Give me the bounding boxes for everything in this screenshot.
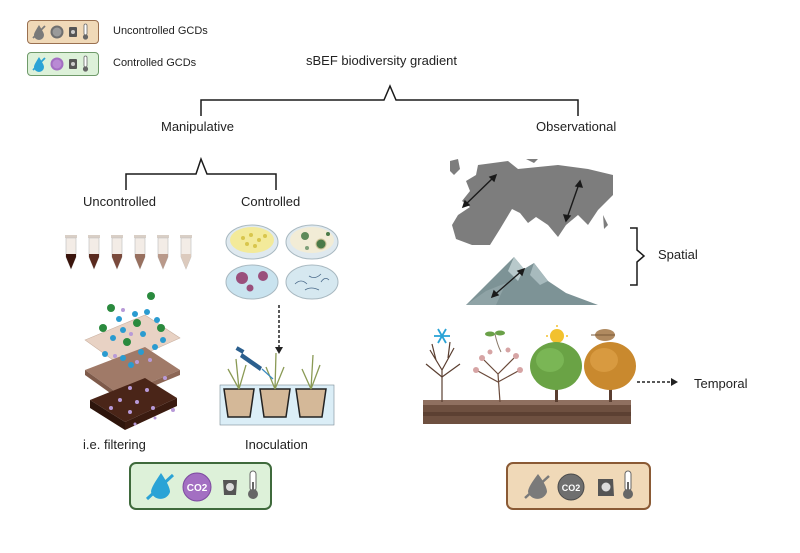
thermometer-icon bbox=[623, 470, 633, 499]
filtering-caption: i.e. filtering bbox=[83, 437, 146, 452]
soil-bag-icon bbox=[598, 479, 614, 496]
legend-controlled-label: Controlled GCDs bbox=[113, 57, 197, 69]
co2-icon: CO2 bbox=[557, 473, 585, 501]
pipette-icon bbox=[235, 346, 274, 380]
legend-uncontrolled-label: Uncontrolled GCDs bbox=[113, 25, 208, 37]
tube-icon bbox=[134, 235, 146, 270]
soil-bag-icon bbox=[69, 27, 77, 37]
observational-label: Observational bbox=[536, 119, 617, 134]
inoculation-pots-illustration bbox=[219, 346, 335, 426]
controlled-label: Controlled bbox=[241, 194, 301, 209]
petri-dish-icon bbox=[225, 264, 279, 300]
thermometer-icon bbox=[82, 55, 89, 72]
sprout-icon bbox=[485, 330, 505, 353]
temporal-label: Temporal bbox=[694, 376, 748, 391]
tube-icon bbox=[180, 235, 192, 270]
svg-text:CO2: CO2 bbox=[187, 483, 208, 494]
spatial-brace bbox=[630, 227, 646, 286]
petri-dishes bbox=[225, 224, 339, 300]
uncontrolled-label: Uncontrolled bbox=[83, 194, 156, 209]
manipulative-label: Manipulative bbox=[161, 119, 234, 134]
legend-uncontrolled-swatch bbox=[27, 20, 99, 44]
tube-icon bbox=[157, 235, 169, 270]
spatial-label: Spatial bbox=[658, 247, 698, 262]
thermometer-icon bbox=[82, 23, 89, 40]
particles bbox=[99, 292, 175, 426]
tube-icon bbox=[88, 235, 100, 270]
snowflake-icon bbox=[434, 328, 450, 344]
dilution-tubes bbox=[65, 235, 192, 270]
winter-tree bbox=[425, 341, 461, 402]
uncontrolled-gcd-box: CO2 bbox=[506, 462, 651, 510]
spring-tree bbox=[473, 347, 523, 403]
root-bracket bbox=[200, 84, 579, 116]
co2-icon: CO2 bbox=[182, 472, 212, 502]
water-crossed-icon bbox=[524, 474, 550, 499]
tube-icon bbox=[65, 235, 77, 270]
autumn-tree bbox=[584, 342, 636, 402]
seasonal-trees-illustration bbox=[423, 325, 636, 424]
summer-tree bbox=[530, 342, 582, 402]
petri-dish-icon bbox=[285, 264, 339, 300]
tube-icon bbox=[111, 235, 123, 270]
thermometer-icon bbox=[248, 470, 258, 499]
mountain-illustration bbox=[466, 257, 598, 305]
root-title: sBEF biodiversity gradient bbox=[306, 53, 458, 68]
svg-text:CO2: CO2 bbox=[562, 483, 581, 493]
co2-icon bbox=[50, 25, 64, 39]
water-crossed-icon bbox=[32, 57, 46, 72]
petri-dish-icon bbox=[225, 224, 279, 260]
controlled-gcd-box: CO2 bbox=[129, 462, 272, 510]
world-map-eurasia bbox=[450, 159, 613, 245]
inoculation-caption: Inoculation bbox=[245, 437, 308, 452]
water-crossed-icon bbox=[32, 25, 46, 40]
water-crossed-icon bbox=[145, 473, 175, 501]
distance-arrows bbox=[461, 173, 584, 223]
soil-bag-icon bbox=[69, 59, 77, 69]
manipulative-bracket bbox=[125, 156, 277, 190]
soil-bag-icon bbox=[223, 480, 237, 495]
sun-icon bbox=[546, 325, 568, 347]
distance-arrow bbox=[490, 267, 526, 299]
legend-controlled-swatch bbox=[27, 52, 99, 76]
co2-icon bbox=[50, 57, 64, 71]
petri-dish-icon bbox=[285, 224, 339, 260]
dry-leaf-icon bbox=[591, 329, 615, 341]
soil-filtering-illustration bbox=[84, 292, 181, 430]
